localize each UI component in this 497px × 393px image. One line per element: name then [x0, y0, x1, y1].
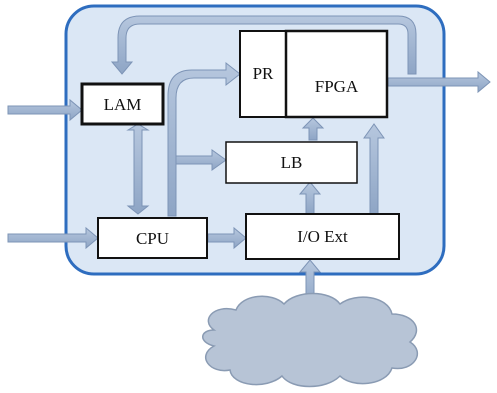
pr-box	[239, 30, 287, 118]
fpga-box	[284, 29, 389, 119]
arrow-fpga-loop-to-lam	[110, 15, 417, 75]
block-pr: PR	[239, 30, 287, 118]
lam-label: LAM	[104, 95, 142, 114]
lb-label: LB	[281, 153, 303, 172]
network-cloud	[202, 292, 419, 388]
arrow-lb-to-fpga	[301, 117, 325, 141]
pr-label: PR	[253, 64, 274, 83]
arrow-external-to-cpu	[7, 226, 99, 250]
io-ext-label: I/O Ext	[297, 227, 348, 246]
cpu-box	[97, 217, 208, 259]
lb-box	[225, 141, 358, 184]
arrow-external-to-lam	[7, 98, 83, 122]
block-lb: LB	[225, 141, 358, 184]
arrow-io-to-lb	[298, 181, 322, 215]
cpu-label: CPU	[136, 229, 169, 248]
arrow-lam-cpu	[126, 123, 150, 215]
arrow-bus-to-lb	[175, 149, 227, 171]
fpga-label: FPGA	[315, 77, 359, 96]
lam-box	[80, 82, 165, 126]
block-cpu: CPU	[97, 217, 208, 259]
block-lam: LAM	[80, 82, 165, 126]
io-ext-box	[245, 213, 400, 260]
arrow-fpga-to-external	[387, 70, 491, 94]
arrow-io-to-fpga	[363, 123, 385, 215]
block-io-ext: I/O Ext	[245, 213, 400, 260]
block-fpga: FPGA	[284, 29, 389, 119]
arrow-cpu-to-pr	[167, 61, 241, 217]
arrow-cpu-to-io	[207, 226, 247, 250]
